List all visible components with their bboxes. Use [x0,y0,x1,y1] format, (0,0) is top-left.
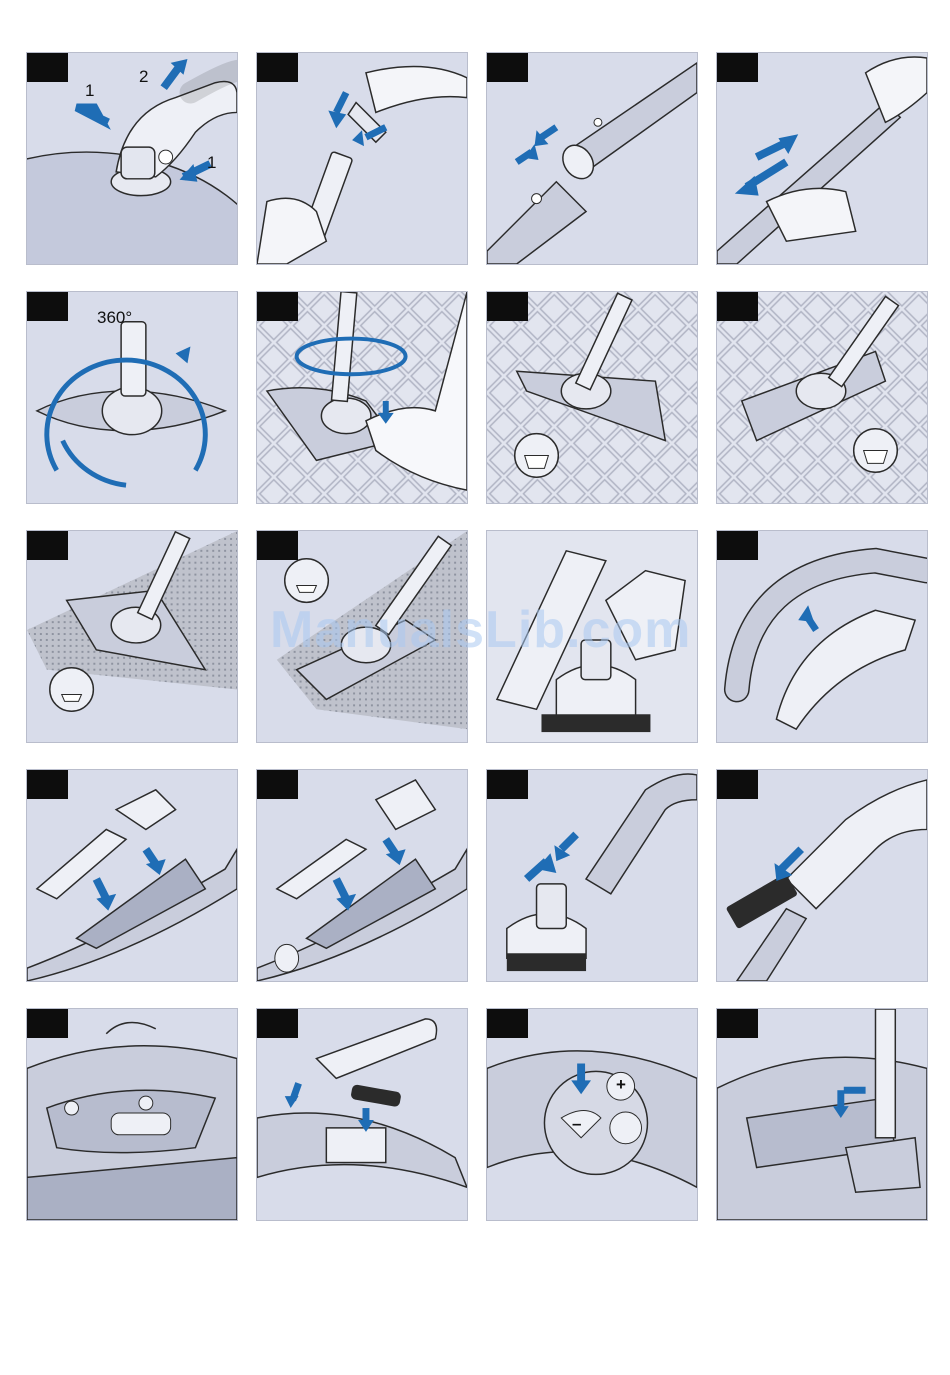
step-label: 1 [207,153,216,173]
step-badge [717,292,758,321]
step-badge [27,531,68,560]
step-badge [257,292,298,321]
step-badge [257,53,298,82]
panel-19-power-control: + – [486,1008,698,1221]
brush-icon [50,668,94,712]
panel-6-floor-nozzle [256,291,468,504]
panel-18-battery [256,1008,468,1221]
step-badge [27,770,68,799]
illustration-grid: 1 2 1 [26,52,928,1221]
step-badge [717,770,758,799]
step-badge [27,292,68,321]
panel-7-hard-floor [486,291,698,504]
panel-16-brush-on-tube [716,769,928,982]
step-badge [257,531,298,560]
minus-label: – [572,1114,581,1134]
rotation-label: 360° [97,308,132,328]
panel-14-handle-storage-2 [256,769,468,982]
battery-icon [350,1084,401,1107]
step-badge [27,53,68,82]
hose-connect-illustration [27,53,237,264]
panel-1-hose-connect: 1 2 1 [26,52,238,265]
panel-5-nozzle-360: 360° [26,291,238,504]
panel-10-carpet-brush [256,530,468,743]
panel-11-accessories [486,530,698,743]
step-badge [487,1009,528,1038]
brush-icon [285,559,329,603]
panel-8-hard-floor-brush [716,291,928,504]
upholstery-nozzle-icon [606,571,685,660]
panel-12-accessory-holder [716,530,928,743]
panel-3-tube-sections [486,52,698,265]
step-badge [487,53,528,82]
step-badge [487,292,528,321]
step-badge [27,1009,68,1038]
arrow-icon [77,107,109,122]
panel-20-parking [716,1008,928,1221]
power-icon [610,1112,642,1144]
panel-17-machine-top [26,1008,238,1221]
step-label: 2 [139,67,148,87]
step-badge [717,531,758,560]
panel-9-carpet [26,530,238,743]
panel-15-brush-attach [486,769,698,982]
step-badge [257,1009,298,1038]
step-badge [717,1009,758,1038]
step-badge [487,770,528,799]
step-badge [717,53,758,82]
panel-13-handle-storage [26,769,238,982]
plus-label: + [616,1075,626,1095]
step-label: 1 [85,81,94,101]
panel-4-telescopic [716,52,928,265]
step-badge [257,770,298,799]
panel-2-tube-handle [256,52,468,265]
